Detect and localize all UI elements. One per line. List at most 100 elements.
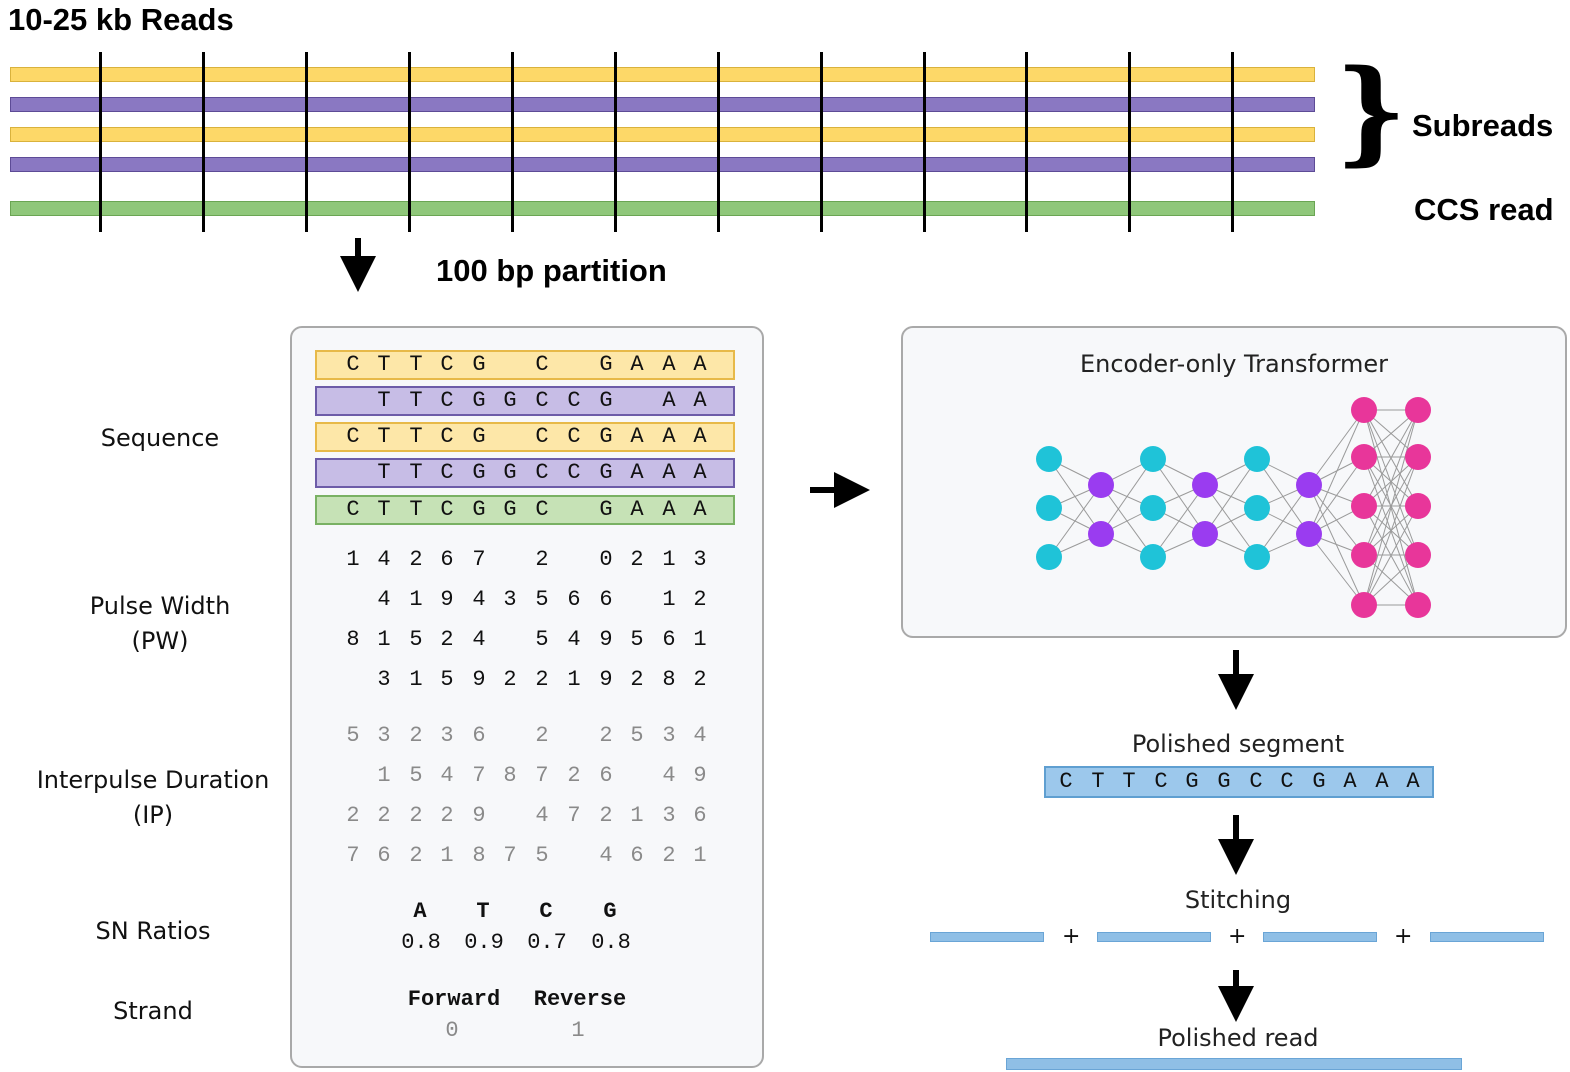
partition-tick [1025, 52, 1028, 232]
plus-sign: + [1228, 924, 1247, 949]
base-letter: C [440, 497, 454, 522]
base-letter: C [440, 460, 454, 485]
pulse-width-value: 4 [472, 627, 486, 652]
base-letter: G [599, 424, 613, 449]
interpulse-duration-value: 2 [409, 803, 423, 828]
pulse-width-value: 1 [346, 547, 360, 572]
pulse-width-value: 4 [567, 627, 581, 652]
reads-title: 10-25 kb Reads [8, 2, 234, 37]
pulse-width-value: 8 [346, 627, 360, 652]
pulse-width-value: 1 [662, 587, 676, 612]
right-arrow-icon [810, 472, 870, 508]
base-letter: C [440, 424, 454, 449]
nn-edge [1308, 409, 1365, 535]
pulse-width-value: 6 [567, 587, 581, 612]
stitching-label: Stitching [1184, 886, 1292, 914]
sequence-row [315, 386, 735, 416]
interpulse-duration-value: 5 [535, 843, 549, 868]
nn-edge [1256, 484, 1310, 558]
nn-node [1351, 397, 1377, 423]
pulse-width-value: 3 [693, 547, 707, 572]
interpulse-duration-value: 3 [662, 803, 676, 828]
ccs-read-band [10, 201, 1315, 216]
segment-bar [1097, 932, 1211, 942]
base-letter: G [599, 497, 613, 522]
interpulse-duration-value: 2 [662, 843, 676, 868]
pulse-width-value: 6 [440, 547, 454, 572]
interpulse-duration-value: 6 [377, 843, 391, 868]
strand-value-reverse: 1 [571, 1018, 585, 1043]
pulse-width-value: 1 [662, 547, 676, 572]
nn-edge [1048, 484, 1102, 558]
partition-tick [202, 52, 205, 232]
pulse-width-value: 2 [693, 587, 707, 612]
nn-node [1036, 495, 1062, 521]
interpulse-duration-value: 4 [440, 763, 454, 788]
plus-sign: + [1394, 924, 1413, 949]
pulse-width-value: 3 [377, 667, 391, 692]
base-letter: T [377, 424, 391, 449]
base-letter: C [567, 424, 581, 449]
interpulse-duration-value: 6 [630, 843, 644, 868]
pulse-width-value: 1 [377, 627, 391, 652]
down-arrow-icon [1218, 970, 1254, 1022]
base-letter: A [693, 388, 707, 413]
nn-node [1244, 544, 1270, 570]
interpulse-duration-abbr: (IP) [132, 801, 174, 829]
segment-bar [1430, 932, 1544, 942]
base-letter: T [409, 352, 423, 377]
sequence-row [315, 422, 735, 452]
partition-label: 100 bp partition [436, 253, 667, 288]
pulse-width-value: 2 [440, 627, 454, 652]
interpulse-duration-value: 7 [535, 763, 549, 788]
base-letter: A [662, 352, 676, 377]
interpulse-duration-value: 4 [662, 763, 676, 788]
base-letter: G [599, 388, 613, 413]
nn-edge [1152, 484, 1206, 558]
pulse-width-value: 1 [567, 667, 581, 692]
interpulse-duration-value: 4 [535, 803, 549, 828]
plus-sign: + [1062, 924, 1081, 949]
transformer-panel [901, 326, 1567, 638]
interpulse-duration-value: 1 [630, 803, 644, 828]
pulse-width-value: 5 [535, 587, 549, 612]
interpulse-duration-value: 1 [377, 763, 391, 788]
polished-base-letter: T [1091, 769, 1105, 794]
base-letter: A [630, 352, 644, 377]
polished-base-letter: C [1154, 769, 1168, 794]
base-letter: C [535, 424, 549, 449]
base-letter: C [440, 388, 454, 413]
pulse-width-value: 0 [599, 547, 613, 572]
pulse-width-value: 4 [377, 547, 391, 572]
pulse-width-value: 4 [377, 587, 391, 612]
sn-value: 0.8 [591, 930, 631, 955]
nn-node [1405, 493, 1431, 519]
nn-node [1192, 472, 1218, 498]
pulse-width-value: 8 [662, 667, 676, 692]
nn-edge [1363, 505, 1419, 606]
interpulse-duration-value: 6 [599, 763, 613, 788]
pulse-width-value: 4 [472, 587, 486, 612]
interpulse-duration-value: 3 [662, 723, 676, 748]
base-letter: G [599, 352, 613, 377]
polished-base-letter: C [1059, 769, 1073, 794]
nn-node [1088, 472, 1114, 498]
interpulse-duration-value: 3 [377, 723, 391, 748]
pulse-width-value: 3 [503, 587, 517, 612]
nn-node [1405, 444, 1431, 470]
base-letter: G [503, 497, 517, 522]
strand-label: Strand [113, 997, 193, 1025]
base-letter: T [409, 388, 423, 413]
polished-read-label: Polished read [1157, 1024, 1319, 1052]
pulse-width-value: 2 [503, 667, 517, 692]
polished-base-letter: C [1249, 769, 1263, 794]
interpulse-duration-value: 8 [503, 763, 517, 788]
nn-edge [1100, 458, 1154, 535]
pulse-width-value: 9 [599, 667, 613, 692]
polished-base-letter: A [1406, 769, 1420, 794]
base-letter: G [503, 460, 517, 485]
pulse-width-value: 5 [409, 627, 423, 652]
interpulse-duration-value: 5 [409, 763, 423, 788]
nn-node [1140, 495, 1166, 521]
base-letter: T [409, 497, 423, 522]
